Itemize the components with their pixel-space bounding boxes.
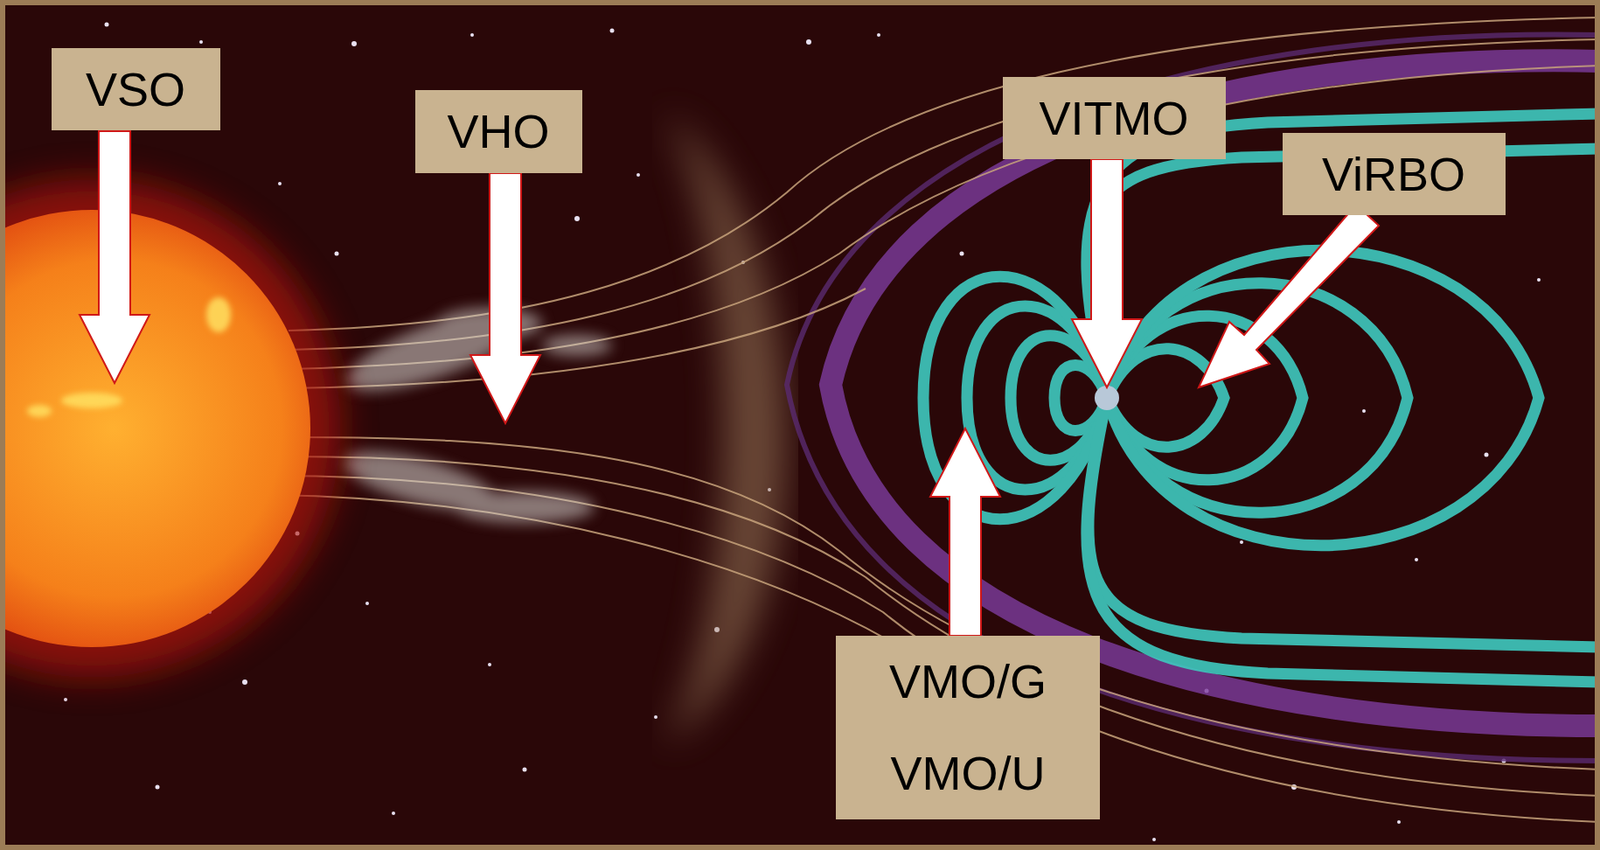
field-lines — [923, 113, 1600, 682]
label-text: VMO/G — [889, 653, 1047, 709]
label-box: VSO — [51, 48, 221, 131]
label-text: VMO/U — [890, 745, 1045, 800]
label-box: VMO/G VMO/U — [835, 635, 1100, 820]
label-text: VITMO — [1039, 90, 1190, 146]
sun-glow — [0, 179, 341, 678]
label-box: VHO — [415, 90, 583, 174]
label-box: ViRBO — [1282, 132, 1506, 216]
pointer-arrows — [79, 131, 1379, 636]
cme-clouds — [337, 292, 613, 523]
solar-wind-lines — [271, 17, 1600, 822]
earth — [1094, 385, 1120, 411]
label-text: VHO — [446, 104, 550, 159]
sun — [0, 209, 311, 647]
label-box: VITMO — [1002, 76, 1226, 160]
label-text: VSO — [85, 62, 186, 117]
label-text: ViRBO — [1321, 146, 1466, 202]
